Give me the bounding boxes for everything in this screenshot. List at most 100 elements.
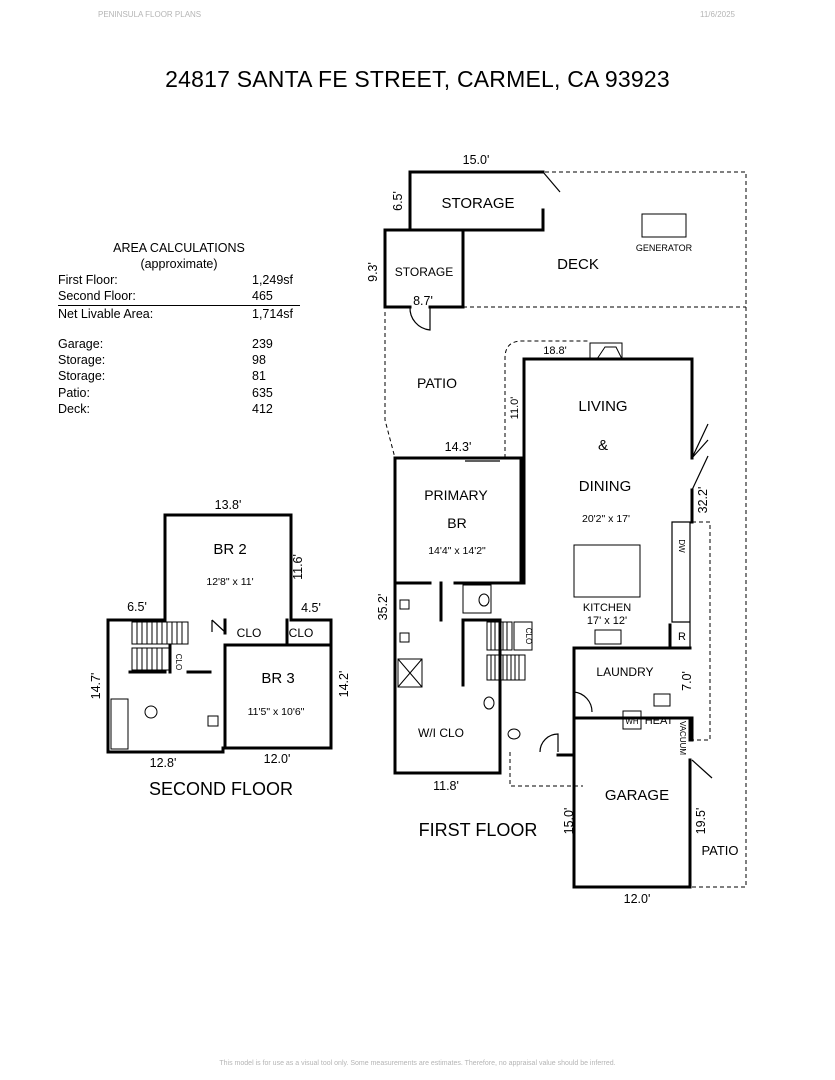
- room-label-dining: DINING: [579, 478, 632, 495]
- garage-door-swing: [539, 733, 559, 753]
- header-company: PENINSULA FLOOR PLANS: [98, 10, 202, 19]
- entry-outline: [509, 752, 583, 787]
- dim-9-3: 9.3': [366, 262, 380, 282]
- deck-door-swing: [542, 171, 561, 193]
- area-label: Deck:: [58, 402, 90, 417]
- second-floor-stairs-1: [131, 621, 189, 645]
- room-label-clo-v: CLO: [174, 654, 183, 670]
- stairs-treads-1: [136, 622, 183, 644]
- first-floor-label: FIRST FLOOR: [419, 820, 538, 840]
- room-size-br3: 11'5" x 10'6": [248, 706, 305, 718]
- area-value: 239: [252, 336, 273, 351]
- primary-exterior-wall: [393, 456, 523, 775]
- dim-15-0: 15.0': [463, 153, 490, 167]
- area-label: Patio:: [58, 385, 90, 400]
- dim-18-8: 18.8': [543, 345, 567, 357]
- room-size-br2: 12'8" x 11': [206, 576, 253, 588]
- stairs-treads-2: [136, 648, 163, 670]
- dim-14-7: 14.7': [89, 673, 103, 700]
- room-size-primary: 14'4" x 14'2": [428, 545, 486, 557]
- primary-sink-2: [399, 632, 410, 643]
- dim-13-8: 13.8': [215, 498, 242, 512]
- area-row-second-floor: Second Floor:465: [58, 288, 300, 306]
- first-floor-exterior-wall: [522, 357, 694, 742]
- kitchen-counter: [671, 521, 691, 649]
- room-label-patio-top: PATIO: [417, 375, 457, 391]
- room-label-living: LIVING: [578, 398, 627, 415]
- room-label-clo-a: CLO: [237, 626, 262, 640]
- room-label-storage-top: STORAGE: [441, 195, 514, 212]
- area-value: 635: [252, 385, 273, 400]
- toilet-1: [478, 593, 490, 607]
- second-floor-interior-walls: [128, 618, 333, 750]
- room-label-patio-side: PATIO: [701, 843, 738, 858]
- header-date: 11/6/2025: [700, 10, 735, 19]
- area-label: Net Livable Area:: [58, 306, 154, 321]
- footer-disclaimer: This model is for use as a visual tool o…: [219, 1060, 616, 1067]
- area-value: 1,249sf: [252, 273, 294, 287]
- area-label: Storage:: [58, 353, 106, 368]
- dim-11-0: 11.0': [509, 397, 521, 420]
- generator-box: [641, 213, 687, 238]
- bathtub: [110, 698, 129, 750]
- primary-sink-1: [399, 599, 410, 610]
- area-label: First Floor:: [58, 273, 118, 287]
- area-value: 81: [252, 369, 266, 384]
- area-value: 412: [252, 402, 273, 417]
- br2-door: [211, 619, 226, 633]
- room-label-primary-br: BR: [447, 515, 466, 531]
- second-floor-toilet: [144, 705, 158, 719]
- area-value: 98: [252, 353, 266, 368]
- dim-8-7: 8.7': [413, 294, 433, 308]
- second-floor-label: SECOND FLOOR: [149, 779, 293, 799]
- second-floor-exterior-wall: [106, 513, 333, 754]
- first-floor-stairs: [486, 621, 533, 681]
- primary-shower-x: [397, 658, 423, 688]
- area-row-first-floor: First Floor: 1,249sf: [58, 272, 300, 288]
- label-generator: GENERATOR: [636, 243, 693, 253]
- area-value: 1,714sf: [252, 306, 294, 321]
- laundry-door: [573, 691, 593, 713]
- label-dw: DW: [677, 539, 686, 553]
- room-label-laundry: LAUNDRY: [596, 665, 653, 679]
- side-door-swing: [691, 759, 713, 779]
- dim-35-2: 35.2': [376, 594, 390, 621]
- room-size-kitchen: 17' x 12': [587, 615, 627, 627]
- kitchen-island: [573, 544, 641, 598]
- laundry-sink: [653, 693, 671, 707]
- storage-left-wall: [383, 228, 465, 309]
- toilet-3: [507, 728, 521, 740]
- area-row-patio: Patio: 635: [58, 385, 300, 401]
- label-vacuum: VACUUM: [678, 721, 687, 755]
- area-heading: AREA CALCULATIONS: [113, 241, 245, 255]
- dim-19-5: 19.5': [694, 808, 708, 835]
- porch-outline: [504, 340, 590, 458]
- dim-6-5: 6.5': [391, 191, 405, 211]
- room-label-storage-left: STORAGE: [395, 265, 453, 279]
- room-label-clo-b: CLO: [289, 626, 314, 640]
- room-label-br2: BR 2: [213, 541, 246, 558]
- first-floor-plan: STORAGE STORAGE DECK GENERATOR PATIO LIV…: [366, 153, 747, 906]
- area-row-storage-2: Storage:81: [58, 368, 300, 384]
- dim-garage-15-0: 15.0': [562, 808, 576, 835]
- page-title: 24817 SANTA FE STREET, CARMEL, CA 93923: [165, 66, 670, 92]
- patio-slider: [465, 457, 500, 462]
- label-wh: WH: [625, 717, 639, 726]
- area-row-garage: Garage:239: [58, 336, 300, 352]
- living-door-left: [691, 423, 709, 459]
- half-bath-box: [462, 584, 492, 614]
- living-door-right: [691, 455, 709, 491]
- label-heat: HEAT: [645, 715, 674, 727]
- dim-11-6: 11.6': [291, 554, 305, 580]
- patio-outline: [384, 312, 396, 459]
- label-r: R: [678, 631, 686, 643]
- dim-11-8: 11.8': [433, 779, 459, 793]
- storage-door-swing: [409, 306, 431, 331]
- dim-12-8: 12.8': [150, 756, 177, 770]
- area-calculations: AREA CALCULATIONS (approximate) First Fl…: [58, 240, 300, 417]
- room-label-clo-first: CLO: [524, 628, 533, 644]
- room-label-wiclo: W/I CLO: [418, 726, 464, 740]
- room-label-deck: DECK: [557, 256, 599, 273]
- room-size-living: 20'2" x 17': [582, 513, 630, 525]
